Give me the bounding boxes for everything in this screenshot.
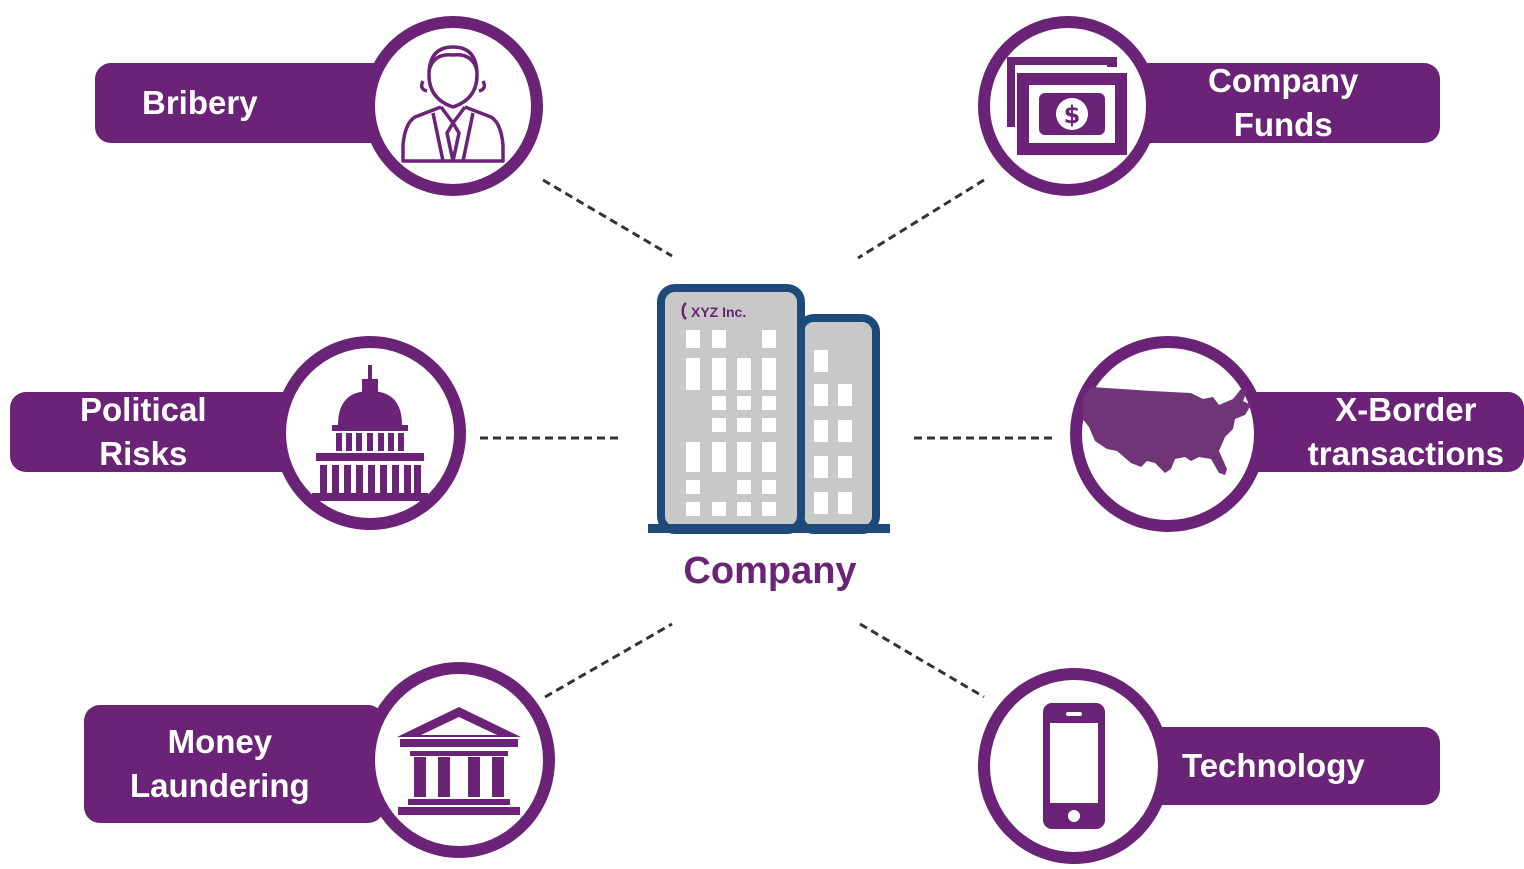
node-company-funds-circle: $ xyxy=(978,16,1158,196)
smartphone-icon xyxy=(1043,703,1105,829)
node-political-risks-label-box: Political Risks xyxy=(10,391,310,472)
connector-company-funds xyxy=(857,178,985,260)
connector-technology xyxy=(859,622,985,699)
node-money-laundering-circle xyxy=(363,662,555,858)
node-x-border-label-line-1: X-Border xyxy=(1335,391,1477,428)
money-bills-icon: $ xyxy=(1007,57,1127,155)
businessman-icon xyxy=(401,45,505,163)
node-money-laundering-label-line-2: Laundering xyxy=(130,767,310,804)
node-political-risks-circle xyxy=(274,336,466,530)
node-bribery-circle xyxy=(363,16,543,196)
capitol-building-icon xyxy=(312,365,428,501)
node-technology-circle xyxy=(978,668,1170,864)
bank-icon xyxy=(397,707,521,815)
node-bribery-label: Bribery xyxy=(142,84,258,121)
node-company-funds-label-line-2: Funds xyxy=(1233,106,1333,143)
usa-map-icon xyxy=(1083,387,1251,475)
node-x-border-circle xyxy=(1070,336,1266,532)
svg-text:$: $ xyxy=(1064,101,1081,129)
node-political-risks-label-line-1: Political xyxy=(80,391,207,428)
company-label: Company xyxy=(683,550,857,592)
connector-bribery xyxy=(542,178,673,258)
node-technology-label: Technology xyxy=(1182,747,1365,784)
node-x-border-label-box: X-Border transactions xyxy=(1224,391,1524,472)
building-sign: XYZ Inc. xyxy=(691,304,746,320)
node-money-laundering-label-box: Money Laundering xyxy=(84,705,384,823)
node-company-funds-label-line-1: Company xyxy=(1208,62,1359,99)
node-x-border-label-line-2: transactions xyxy=(1307,435,1504,472)
node-money-laundering-label-line-1: Money xyxy=(167,723,273,760)
node-bribery-label-box: Bribery xyxy=(95,63,395,143)
node-political-risks-label-line-2: Risks xyxy=(99,435,188,472)
connector-money-laundering xyxy=(544,622,673,699)
